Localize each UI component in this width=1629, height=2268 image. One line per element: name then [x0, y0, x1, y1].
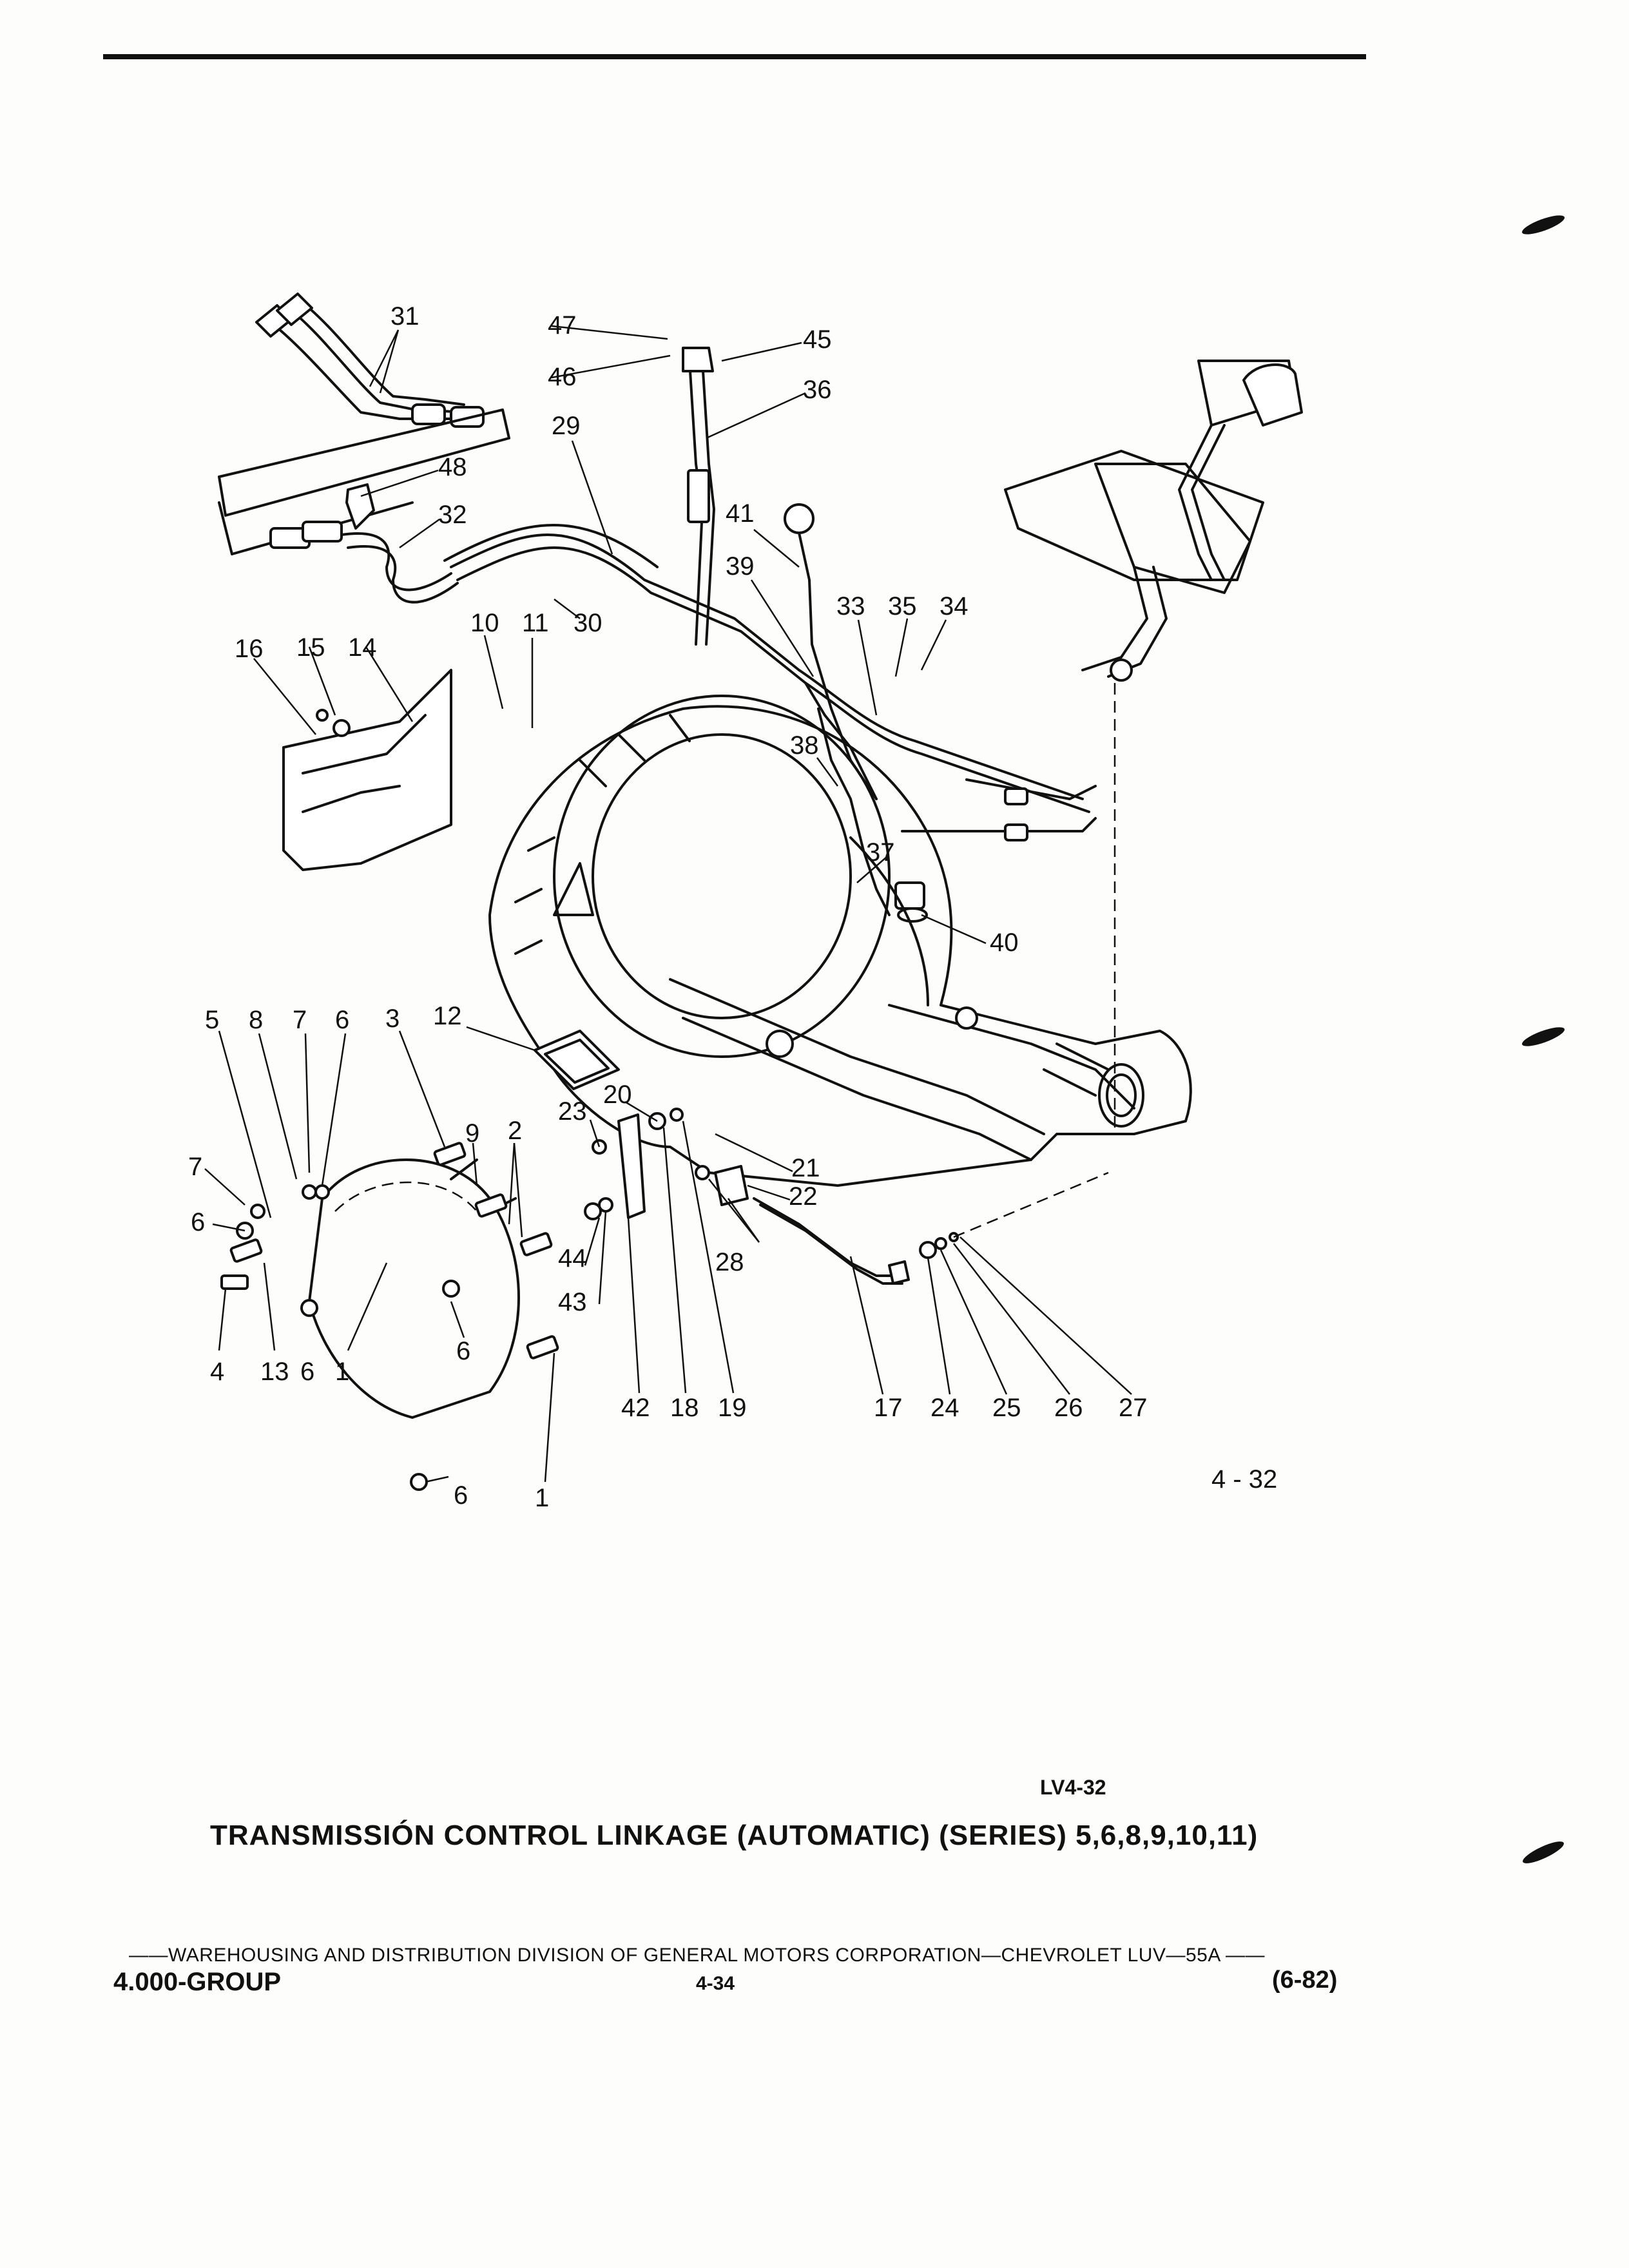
gasket-12	[534, 1030, 620, 1090]
callout-3: 3	[385, 1004, 400, 1033]
callout-31: 31	[390, 302, 419, 331]
callout-8: 8	[249, 1006, 263, 1034]
callout-10: 10	[470, 609, 499, 637]
callout-18: 18	[670, 1394, 699, 1422]
callout-labels: 1 1 2 3 4 5 6 6 6 6 6 7 7 8 9 10 11 12 1…	[188, 302, 1148, 1512]
cooler-lines-31	[218, 293, 510, 517]
callout-15: 15	[296, 633, 325, 662]
top-rule	[103, 54, 1366, 59]
callout-1: 1	[335, 1358, 349, 1386]
callout-40: 40	[990, 928, 1019, 957]
callout-32: 32	[438, 501, 467, 529]
callout-38: 38	[790, 731, 819, 760]
callout-29: 29	[552, 412, 581, 440]
callout-43: 43	[558, 1288, 587, 1316]
callout-6: 6	[335, 1006, 349, 1034]
callout-28: 28	[715, 1248, 744, 1276]
dust-cover-14	[282, 669, 452, 871]
callout-24: 24	[930, 1394, 959, 1422]
callout-30: 30	[574, 609, 602, 637]
callout-16: 16	[235, 635, 264, 663]
diagram-title: TRANSMISSIÓN CONTROL LINKAGE (AUTOMATIC)…	[210, 1820, 1258, 1851]
callout-2: 2	[508, 1117, 522, 1145]
callout-21: 21	[791, 1154, 820, 1182]
transmission-case	[488, 695, 1192, 1187]
converter-cover-plate	[220, 1142, 559, 1491]
callout-1: 1	[535, 1484, 549, 1512]
callout-35: 35	[888, 592, 917, 620]
callout-44: 44	[558, 1244, 587, 1273]
callout-9: 9	[465, 1119, 479, 1148]
callout-45: 45	[803, 325, 832, 354]
figure-code: LV4-32	[1040, 1776, 1106, 1799]
callout-22: 22	[789, 1182, 818, 1211]
callout-48: 48	[438, 453, 467, 481]
callout-13: 13	[260, 1358, 289, 1386]
lower-shift-linkage	[584, 1108, 1109, 1285]
callout-6: 6	[454, 1481, 468, 1510]
page-number: 4-34	[696, 1973, 735, 1994]
callout-6: 6	[456, 1337, 470, 1365]
callout-6: 6	[300, 1358, 314, 1386]
callout-33: 33	[836, 592, 865, 620]
callout-26: 26	[1054, 1394, 1083, 1422]
callout-4: 4	[210, 1358, 224, 1386]
callout-23: 23	[558, 1097, 587, 1126]
callout-20: 20	[603, 1081, 632, 1109]
callout-7: 7	[188, 1153, 202, 1181]
callout-27: 27	[1119, 1394, 1148, 1422]
callout-42: 42	[621, 1394, 650, 1422]
callout-14: 14	[348, 633, 377, 662]
callout-25: 25	[992, 1394, 1021, 1422]
shift-control-assembly	[1004, 360, 1303, 1134]
callout-41: 41	[726, 499, 755, 528]
figure-reference: 4 - 32	[1211, 1465, 1278, 1494]
callout-6: 6	[191, 1208, 205, 1236]
date-code: (6-82)	[1272, 1966, 1338, 1994]
callout-47: 47	[548, 311, 577, 340]
callout-5: 5	[205, 1006, 219, 1034]
publisher-line: ——WAREHOUSING AND DISTRIBUTION DIVISION …	[129, 1945, 1266, 1966]
cooler-pipe-assembly	[218, 483, 1097, 841]
callout-37: 37	[866, 838, 895, 867]
callout-7: 7	[293, 1006, 307, 1034]
callout-11: 11	[522, 609, 549, 637]
callout-17: 17	[874, 1394, 903, 1422]
dipstick-assembly	[682, 347, 928, 923]
leader-lines	[204, 325, 1132, 1483]
callout-34: 34	[940, 592, 969, 620]
callout-36: 36	[803, 376, 832, 404]
callout-19: 19	[718, 1394, 747, 1422]
callout-39: 39	[726, 552, 755, 581]
callout-12: 12	[433, 1002, 462, 1030]
callout-46: 46	[548, 363, 577, 391]
group-label: 4.000-GROUP	[113, 1968, 282, 1996]
